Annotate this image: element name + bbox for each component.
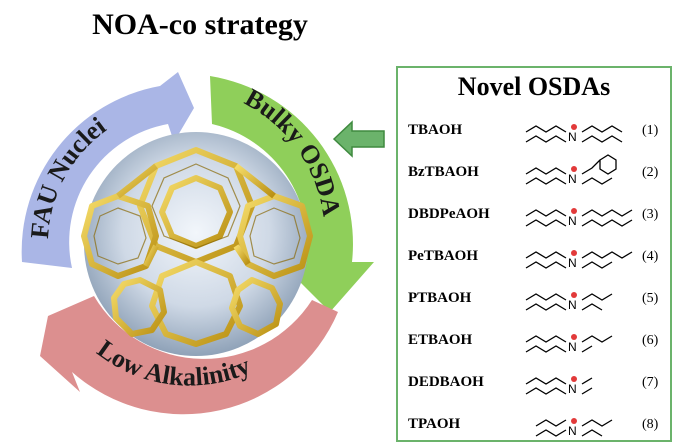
osda-abbr: DEDBAOH bbox=[408, 374, 484, 390]
osda-number: (7) bbox=[642, 375, 659, 390]
tbaoh-structure: N bbox=[525, 124, 623, 144]
osda-number: (6) bbox=[642, 333, 659, 348]
osda-number: (1) bbox=[642, 123, 659, 138]
svg-text:N: N bbox=[568, 340, 577, 354]
dedbaoh-structure: N bbox=[525, 376, 593, 396]
bztbaoh-structure: N bbox=[525, 154, 617, 186]
dbdpeaoh-structure: N bbox=[525, 208, 633, 228]
osda-row-etbaoh: ETBAOH N (6) bbox=[398, 320, 670, 362]
osda-number: (3) bbox=[642, 207, 659, 222]
osda-number: (5) bbox=[642, 291, 659, 306]
svg-text:N: N bbox=[568, 214, 577, 228]
bulky-osda-segment bbox=[210, 76, 374, 312]
osda-abbr: BzTBAOH bbox=[408, 164, 479, 180]
svg-text:N: N bbox=[568, 172, 577, 186]
osda-number: (2) bbox=[642, 165, 659, 180]
osda-abbr: PeTBAOH bbox=[408, 248, 478, 264]
osda-number: (4) bbox=[642, 249, 659, 264]
osda-abbr: TBAOH bbox=[408, 122, 463, 138]
green-left-arrow-icon bbox=[332, 120, 385, 158]
svg-text:N: N bbox=[568, 256, 577, 270]
svg-text:N: N bbox=[568, 424, 577, 438]
fau-zeolite-framework-image bbox=[81, 147, 313, 347]
osda-row-ptbaoh: PTBAOH N (5) bbox=[398, 278, 670, 320]
petbaoh-structure: N bbox=[525, 250, 633, 270]
osda-row-tbaoh: TBAOH N (1) bbox=[398, 110, 670, 152]
osda-number: (8) bbox=[642, 417, 659, 432]
osda-row-dbdpeaoh: DBDPeAOH N (3) bbox=[398, 194, 670, 236]
osda-abbr: ETBAOH bbox=[408, 332, 473, 348]
osda-abbr: DBDPeAOH bbox=[408, 206, 490, 222]
fau-nuclei-segment bbox=[21, 72, 194, 268]
strategy-title: NOA-co strategy bbox=[92, 8, 308, 41]
osda-row-bztbaoh: BzTBAOH N (2) bbox=[398, 152, 670, 194]
novel-osdas-panel: Novel OSDAs TBAOH N (1) BzTBAOH N bbox=[396, 66, 672, 442]
svg-text:N: N bbox=[568, 130, 577, 144]
tpaoh-structure: N bbox=[535, 418, 613, 438]
svg-text:N: N bbox=[568, 298, 577, 312]
etbaoh-structure: N bbox=[525, 334, 613, 354]
osda-row-dedbaoh: DEDBAOH N (7) bbox=[398, 362, 670, 404]
osda-abbr: TPAOH bbox=[408, 416, 461, 432]
cycle-diagram: FAU Nuclei Bulky OSDA Low Alkalinity bbox=[21, 72, 385, 415]
osda-row-tpaoh: TPAOH N (8) bbox=[398, 404, 670, 446]
osda-row-petbaoh: PeTBAOH N (4) bbox=[398, 236, 670, 278]
ptbaoh-structure: N bbox=[525, 292, 613, 312]
low-alkalinity-segment bbox=[40, 296, 338, 415]
panel-title: Novel OSDAs bbox=[457, 72, 611, 101]
osda-abbr: PTBAOH bbox=[408, 290, 472, 306]
svg-text:N: N bbox=[568, 382, 577, 396]
